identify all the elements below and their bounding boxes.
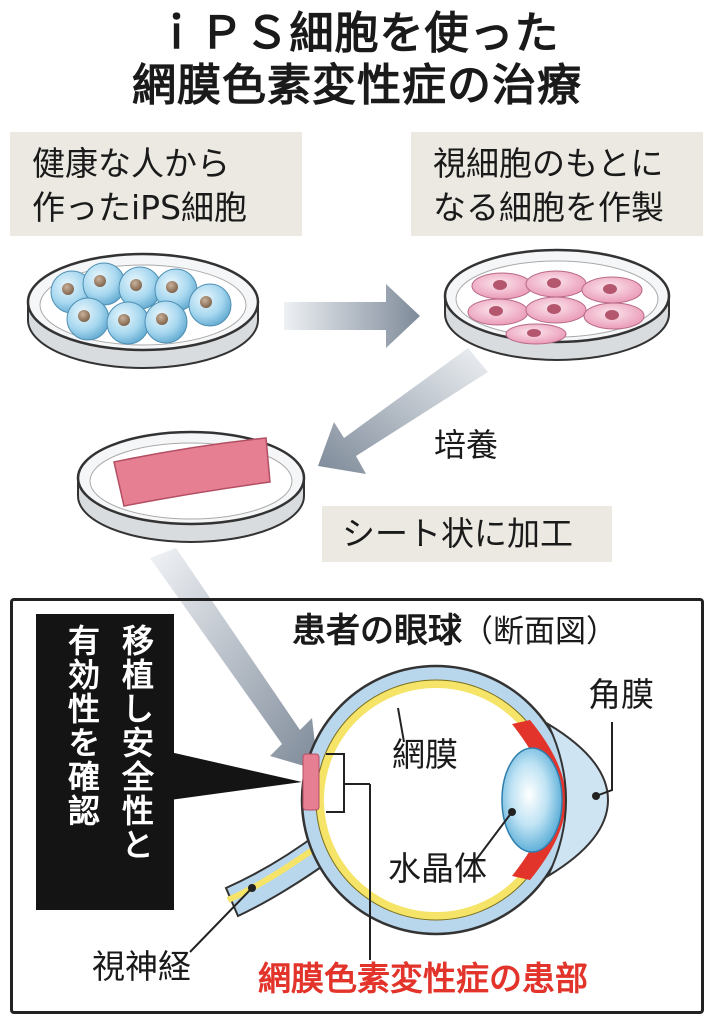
eyeball-cross-section: [224, 664, 610, 960]
title-line-2: 網膜色素変性症の治療: [132, 60, 582, 111]
callout-line-1: 移植し安全性と: [117, 624, 155, 862]
lens-label: 水晶体: [388, 849, 487, 888]
cornea-label: 角膜: [588, 675, 654, 714]
nerve-leader: [189, 887, 253, 953]
ips-cells: [50, 262, 232, 345]
affected-area-label: 網膜色素変性症の患部: [258, 959, 588, 998]
title-line-1: ｉＰＳ細胞を使った: [154, 8, 560, 59]
retina-label: 網膜: [392, 735, 458, 774]
ips-source-box: 健康な人から 作ったiPS細胞: [10, 132, 302, 236]
arrow-to-eye: [150, 548, 318, 770]
eye-title-text: 患者の眼球: [292, 611, 462, 651]
arrow-to-sheet: [318, 348, 488, 474]
differentiation-box: 視細胞のもとに なる細胞を作製: [411, 132, 703, 236]
retina-leader: [397, 707, 405, 743]
callout-line-2: 有効性を確認: [63, 624, 101, 828]
eye-title-paren: （断面図）: [462, 614, 617, 650]
eye-title: 患者の眼球（断面図）: [292, 612, 617, 651]
photoreceptor-cells: [467, 270, 645, 345]
ips-source-line-1: 健康な人から: [32, 144, 230, 183]
cell-sheet: [113, 437, 271, 507]
sheet-processing-box: シート状に加工: [322, 506, 612, 562]
ips-source-line-2: 作ったiPS細胞: [32, 188, 248, 227]
cornea: [545, 721, 610, 879]
eye-panel-frame: [10, 598, 704, 1014]
cornea-leader: [595, 722, 613, 797]
transplant-callout-box: 移植し安全性と 有効性を確認: [36, 614, 174, 910]
lens: [501, 747, 563, 853]
lens-leader: [475, 811, 513, 861]
culture-label: 培養: [434, 426, 499, 464]
transplant-site: [302, 753, 320, 811]
iris: [512, 720, 566, 880]
arrow-to-differentiation: [284, 284, 420, 348]
differentiation-line-1: 視細胞のもとに: [433, 144, 664, 183]
callout-wedge: [170, 752, 302, 800]
optic-nerve-label: 視神経: [92, 947, 191, 986]
differentiation-line-2: なる細胞を作製: [433, 188, 664, 227]
